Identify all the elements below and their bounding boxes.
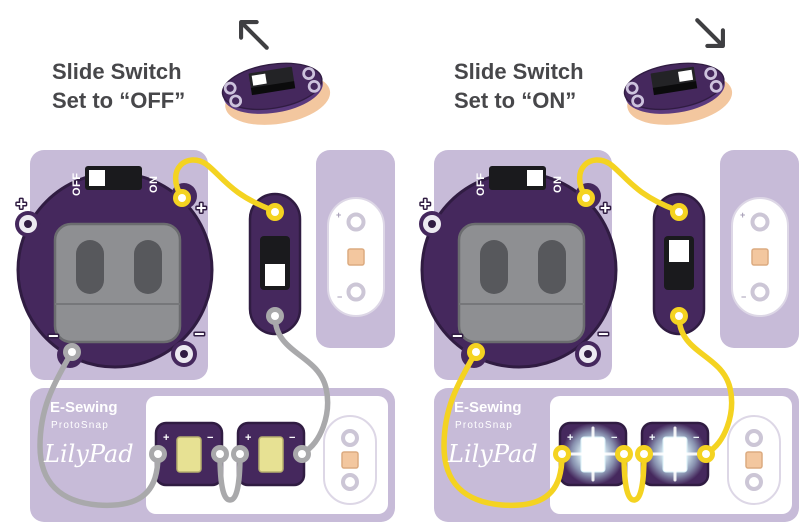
- circuit-board-on: [414, 148, 799, 528]
- slide-switch-illustration-on: [612, 48, 740, 132]
- panel-on-label-line1: Slide Switch: [454, 59, 584, 84]
- panel-off-header: Slide Switch Set to “OFF”: [4, 6, 396, 148]
- circuit-board-off: [10, 148, 395, 528]
- panel-off-label: Slide Switch Set to “OFF”: [52, 58, 185, 115]
- panel-switch-off: Slide Switch Set to “OFF”: [4, 6, 396, 526]
- panel-on-header: Slide Switch Set to “ON”: [396, 6, 788, 148]
- panel-off-label-line2: Set to “OFF”: [52, 87, 186, 113]
- panel-on-label-line2: Set to “ON”: [454, 87, 577, 113]
- panel-on-label: Slide Switch Set to “ON”: [454, 58, 584, 115]
- panel-switch-on: Slide Switch Set to “ON”: [396, 6, 788, 526]
- slide-switch-illustration-off: [210, 48, 338, 132]
- panel-off-label-line1: Slide Switch: [52, 59, 182, 84]
